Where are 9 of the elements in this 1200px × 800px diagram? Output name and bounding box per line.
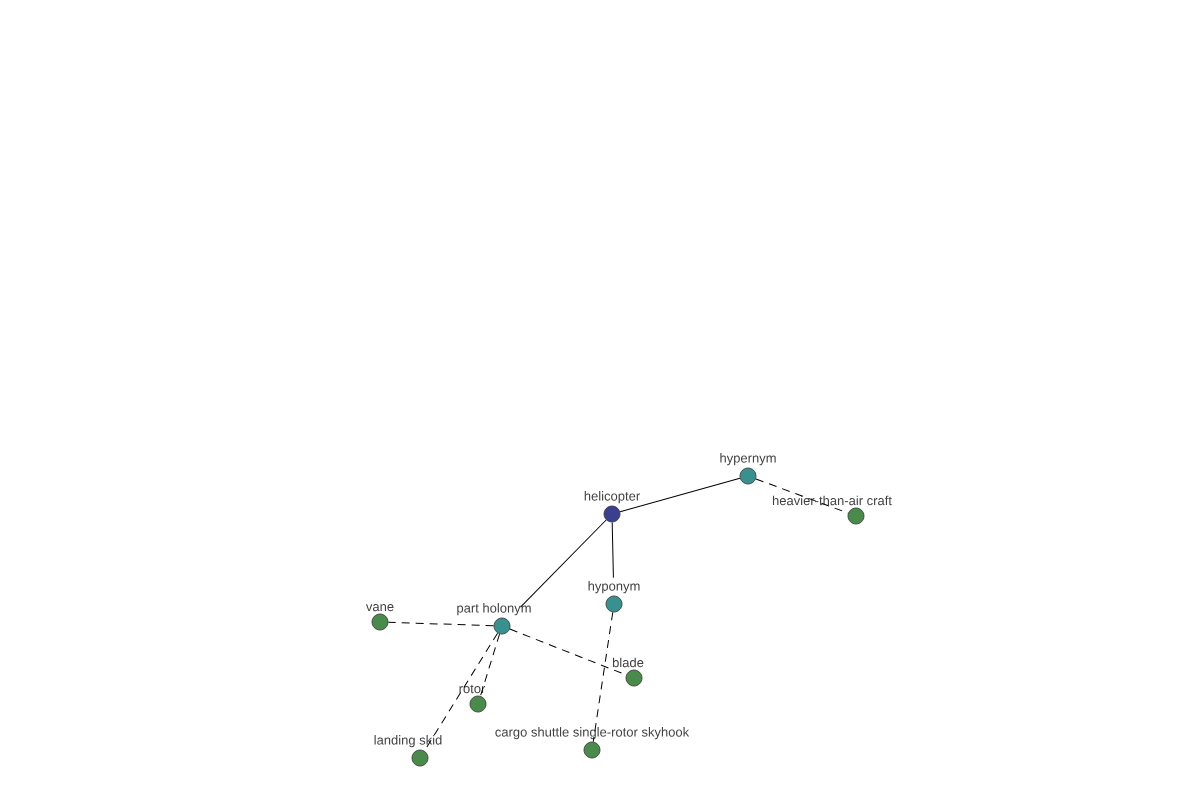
- connector-line: [423, 632, 499, 752]
- connector-line: [387, 621, 495, 627]
- connector-line: [755, 478, 849, 514]
- connector-line: [509, 628, 627, 676]
- connector-line: [479, 633, 501, 697]
- connector-line: [619, 477, 741, 513]
- connector-line: [611, 521, 614, 579]
- connector-line: [592, 611, 614, 743]
- connector-line: [520, 519, 607, 608]
